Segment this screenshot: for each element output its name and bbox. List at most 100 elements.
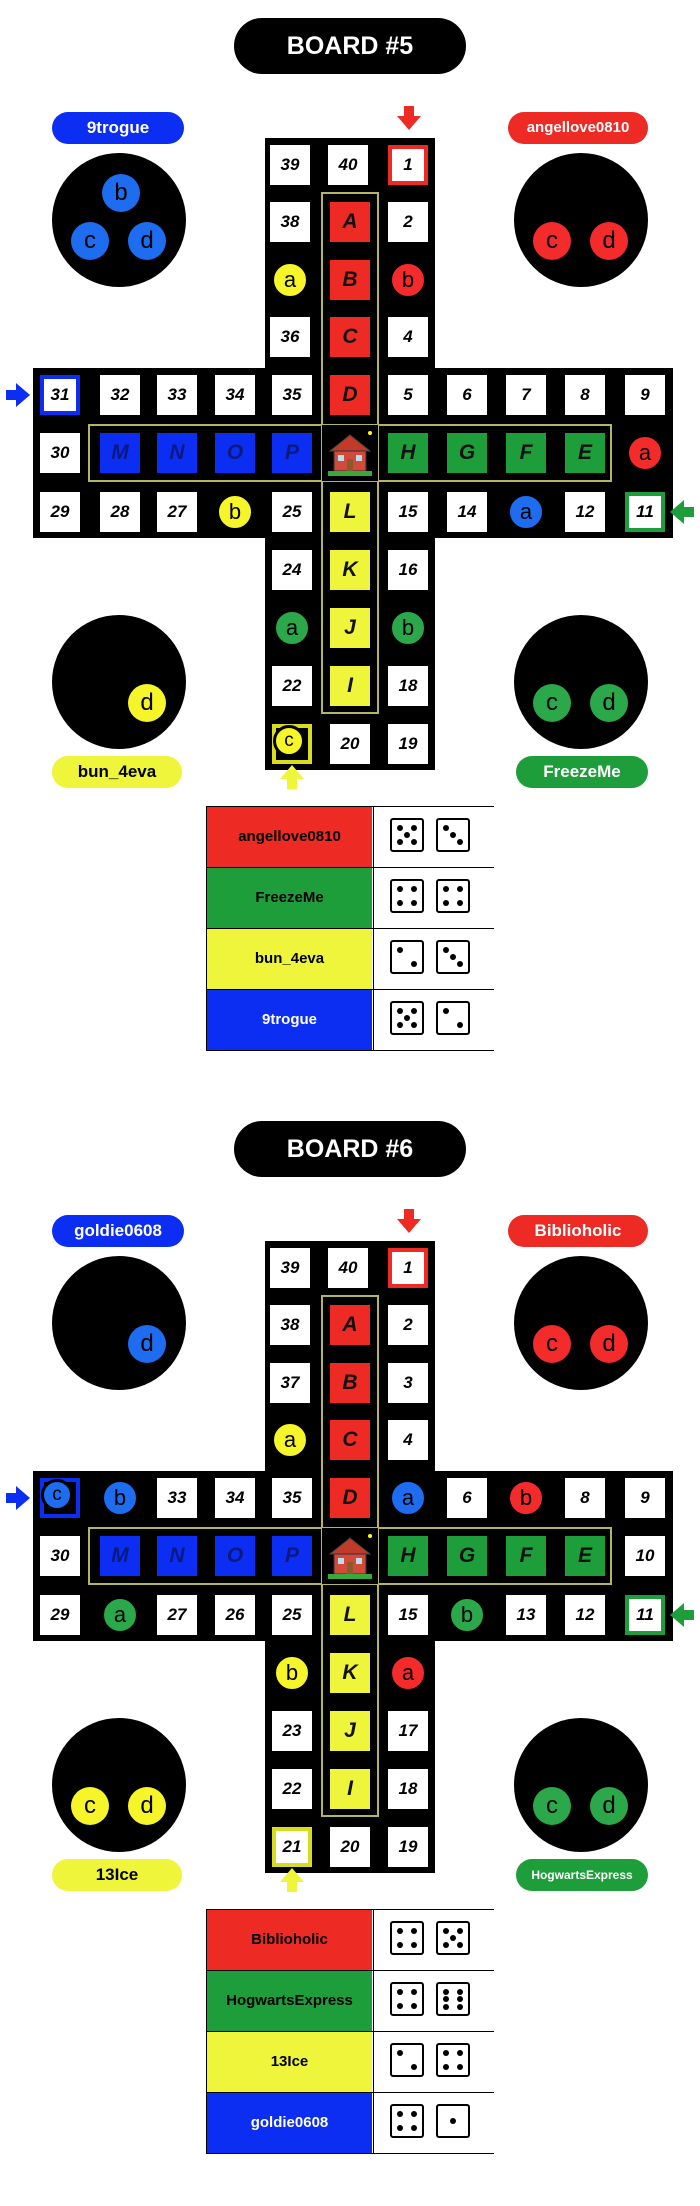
track-token-green-a[interactable]: a	[101, 1596, 139, 1634]
track-cell-6[interactable]: 6	[447, 375, 487, 415]
home-lane-green-4[interactable]: H	[388, 433, 428, 473]
track-cell-4[interactable]: 4	[388, 1420, 428, 1460]
track-cell-11[interactable]: 11	[625, 492, 665, 532]
track-cell-18[interactable]: 18	[388, 1769, 428, 1809]
track-cell-8[interactable]: 8	[565, 1478, 605, 1518]
home-lane-red-4[interactable]: D	[330, 375, 370, 415]
track-token-yellow-b[interactable]: b	[216, 493, 254, 531]
home-lane-yellow-4[interactable]: L	[330, 1595, 370, 1635]
track-cell-7[interactable]: 7	[506, 375, 546, 415]
track-cell-6[interactable]: 6	[447, 1478, 487, 1518]
track-cell-36[interactable]: a	[270, 1420, 310, 1460]
track-cell-25[interactable]: 25	[272, 492, 312, 532]
track-cell-31[interactable]: c	[40, 1478, 80, 1518]
track-cell-23[interactable]: a	[272, 608, 312, 648]
track-token-red-a[interactable]: a	[389, 1654, 427, 1692]
home-token-yellow-d[interactable]: d	[128, 684, 166, 722]
track-cell-39[interactable]: 39	[270, 145, 310, 185]
home-lane-yellow-3[interactable]: K	[330, 1653, 370, 1693]
track-cell-2[interactable]: 2	[388, 202, 428, 242]
home-token-green-d[interactable]: d	[590, 684, 628, 722]
track-cell-24[interactable]: b	[272, 1653, 312, 1693]
home-token-blue-d[interactable]: d	[128, 1325, 166, 1363]
track-cell-22[interactable]: 22	[272, 666, 312, 706]
track-cell-9[interactable]: 9	[625, 1478, 665, 1518]
home-lane-blue-3[interactable]: O	[215, 1536, 255, 1576]
home-token-blue-c[interactable]: c	[71, 222, 109, 260]
track-cell-23[interactable]: 23	[272, 1711, 312, 1751]
track-cell-40[interactable]: 40	[328, 145, 368, 185]
home-token-green-d[interactable]: d	[590, 1787, 628, 1825]
track-cell-37[interactable]: 37	[270, 1363, 310, 1403]
track-cell-40[interactable]: 40	[328, 1248, 368, 1288]
home-token-green-c[interactable]: c	[533, 684, 571, 722]
track-cell-30[interactable]: 30	[40, 433, 80, 473]
track-cell-3[interactable]: 3	[388, 1363, 428, 1403]
track-cell-17[interactable]: 17	[388, 1711, 428, 1751]
track-cell-37[interactable]: a	[270, 260, 310, 300]
home-lane-red-1[interactable]: A	[330, 1305, 370, 1345]
home-token-green-c[interactable]: c	[533, 1787, 571, 1825]
track-cell-32[interactable]: b	[100, 1478, 140, 1518]
home-lane-yellow-1[interactable]: I	[330, 1769, 370, 1809]
track-cell-7[interactable]: b	[506, 1478, 546, 1518]
track-token-blue-b[interactable]: b	[101, 1479, 139, 1517]
track-cell-10[interactable]: 10	[625, 1536, 665, 1576]
track-cell-3[interactable]: b	[388, 260, 428, 300]
track-cell-32[interactable]: 32	[100, 375, 140, 415]
track-cell-29[interactable]: 29	[40, 492, 80, 532]
track-cell-15[interactable]: 15	[388, 1595, 428, 1635]
home-lane-red-2[interactable]: B	[330, 260, 370, 300]
track-cell-17[interactable]: b	[388, 608, 428, 648]
track-cell-12[interactable]: 12	[565, 1595, 605, 1635]
track-cell-30[interactable]: 30	[40, 1536, 80, 1576]
home-lane-yellow-4[interactable]: L	[330, 492, 370, 532]
track-cell-1[interactable]: 1	[388, 145, 428, 185]
track-cell-16[interactable]: a	[388, 1653, 428, 1693]
track-token-red-b[interactable]: b	[389, 261, 427, 299]
track-cell-16[interactable]: 16	[388, 550, 428, 590]
home-lane-red-2[interactable]: B	[330, 1363, 370, 1403]
home-lane-green-3[interactable]: G	[447, 433, 487, 473]
track-token-blue-a[interactable]: a	[389, 1479, 427, 1517]
track-cell-20[interactable]: 20	[330, 1827, 370, 1867]
home-lane-blue-1[interactable]: M	[100, 1536, 140, 1576]
track-token-red-a[interactable]: a	[626, 434, 664, 472]
track-cell-13[interactable]: 13	[506, 1595, 546, 1635]
home-lane-green-4[interactable]: H	[388, 1536, 428, 1576]
track-cell-10[interactable]: a	[625, 433, 665, 473]
track-cell-28[interactable]: 28	[100, 492, 140, 532]
track-cell-35[interactable]: 35	[272, 375, 312, 415]
home-token-yellow-d[interactable]: d	[128, 1787, 166, 1825]
home-lane-green-1[interactable]: E	[565, 1536, 605, 1576]
track-cell-1[interactable]: 1	[388, 1248, 428, 1288]
track-cell-5[interactable]: 5	[388, 375, 428, 415]
home-lane-yellow-2[interactable]: J	[330, 608, 370, 648]
home-lane-green-2[interactable]: F	[506, 1536, 546, 1576]
track-cell-18[interactable]: 18	[388, 666, 428, 706]
track-cell-24[interactable]: 24	[272, 550, 312, 590]
track-cell-9[interactable]: 9	[625, 375, 665, 415]
track-cell-15[interactable]: 15	[388, 492, 428, 532]
track-cell-19[interactable]: 19	[388, 1827, 428, 1867]
home-token-blue-d[interactable]: d	[128, 222, 166, 260]
home-lane-red-3[interactable]: C	[330, 1420, 370, 1460]
home-lane-red-3[interactable]: C	[330, 317, 370, 357]
home-lane-blue-3[interactable]: O	[215, 433, 255, 473]
track-cell-22[interactable]: 22	[272, 1769, 312, 1809]
home-lane-yellow-3[interactable]: K	[330, 550, 370, 590]
home-token-red-c[interactable]: c	[533, 1325, 571, 1363]
home-lane-blue-2[interactable]: N	[157, 1536, 197, 1576]
track-cell-38[interactable]: 38	[270, 1305, 310, 1345]
track-token-yellow-b[interactable]: b	[273, 1654, 311, 1692]
track-cell-13[interactable]: a	[506, 492, 546, 532]
track-token-yellow-c[interactable]: c	[273, 725, 305, 757]
track-token-green-a[interactable]: a	[273, 609, 311, 647]
home-lane-green-3[interactable]: G	[447, 1536, 487, 1576]
track-cell-29[interactable]: 29	[40, 1595, 80, 1635]
track-cell-36[interactable]: 36	[270, 317, 310, 357]
home-lane-green-1[interactable]: E	[565, 433, 605, 473]
track-cell-21[interactable]: 21	[272, 1827, 312, 1867]
track-cell-34[interactable]: 34	[215, 1478, 255, 1518]
track-cell-39[interactable]: 39	[270, 1248, 310, 1288]
